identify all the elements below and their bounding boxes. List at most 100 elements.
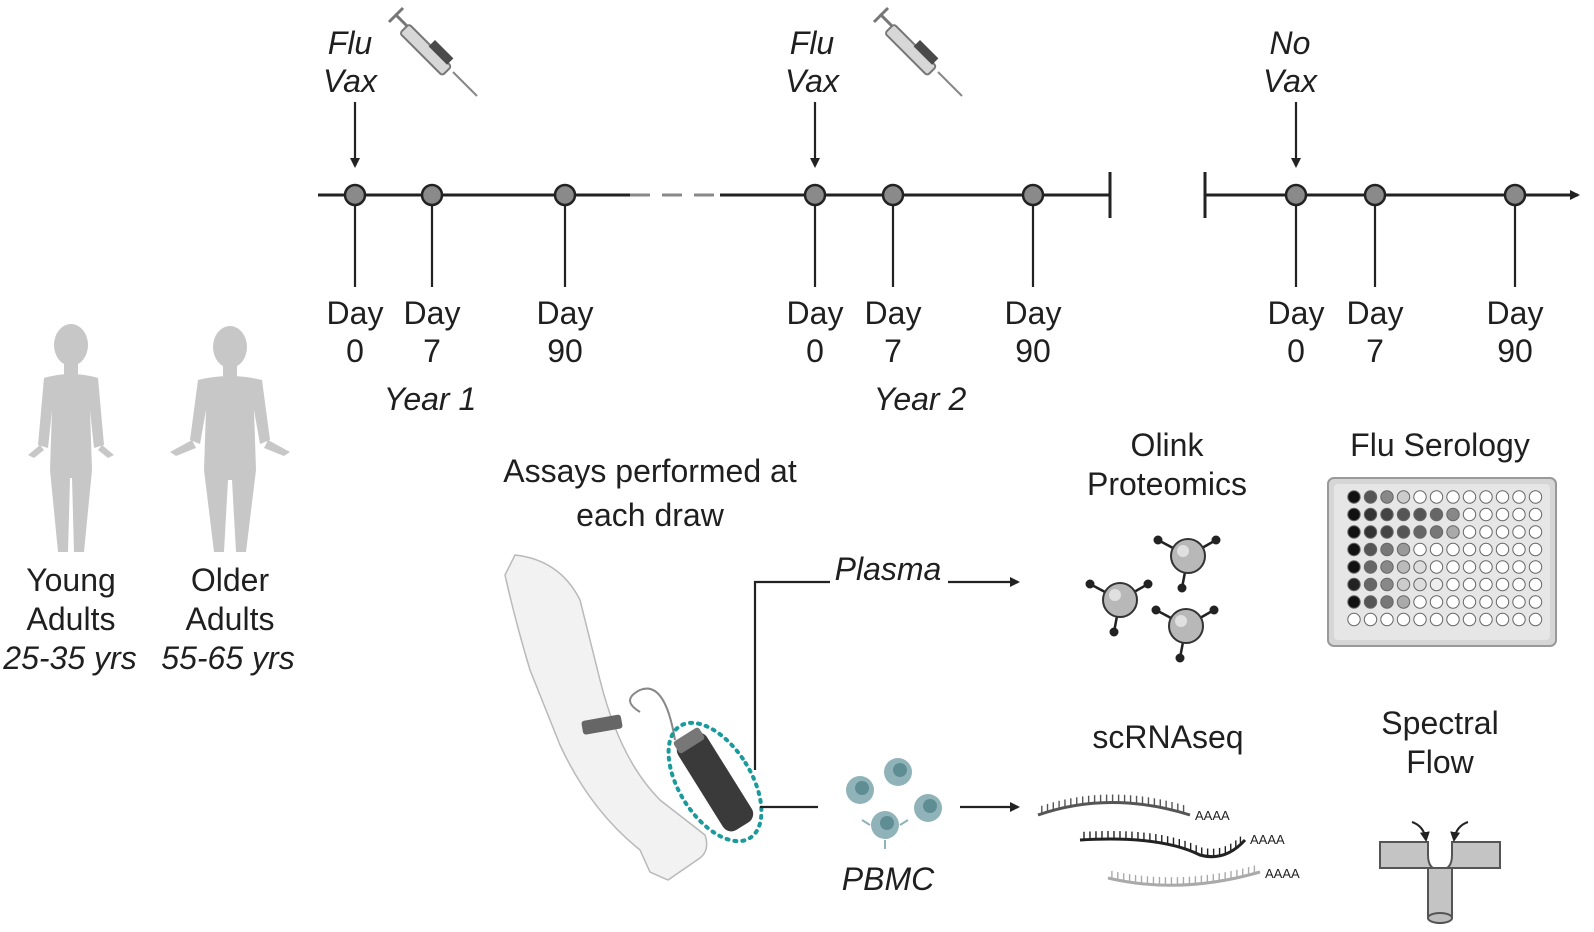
plate-well	[1347, 542, 1361, 557]
plate-well	[1512, 542, 1526, 557]
plate-well	[1446, 577, 1460, 592]
plate-well	[1528, 542, 1543, 557]
vax-event-1-line2: Vax	[323, 63, 378, 99]
timepoint-dot	[553, 183, 577, 207]
well-plate-icon	[1327, 477, 1557, 647]
vax-event-1-line1: Flu	[328, 25, 373, 61]
rna-strand	[1079, 837, 1247, 859]
plate-well	[1363, 577, 1378, 592]
tourniquet-icon	[581, 714, 623, 735]
plate-well	[1528, 490, 1543, 504]
day-label-word: Day	[327, 295, 384, 331]
plate-well	[1363, 560, 1378, 574]
timepoint-dot	[1363, 183, 1387, 207]
plate-well	[1413, 577, 1427, 592]
cohort-older-line2: Adults	[186, 601, 275, 637]
pbmc-cells-icon	[846, 758, 942, 849]
serology-title: Flu Serology	[1350, 427, 1530, 463]
plate-well	[1528, 595, 1543, 609]
plate-well	[1413, 525, 1427, 539]
plate-well	[1347, 612, 1361, 627]
rna-strand	[1037, 801, 1191, 817]
timepoint-dot	[1284, 183, 1308, 207]
day-label-number: 7	[884, 333, 902, 369]
plate-well	[1413, 490, 1427, 504]
timepoint-dot	[1021, 183, 1045, 207]
plate-well	[1347, 560, 1361, 574]
plate-well	[1413, 507, 1427, 522]
plate-well	[1363, 525, 1378, 539]
plate-well	[1495, 542, 1510, 557]
scrnaseq-title: scRNAseq	[1092, 719, 1243, 755]
plate-well	[1446, 595, 1460, 609]
plate-well	[1380, 507, 1394, 522]
plate-well	[1363, 542, 1378, 557]
plate-well	[1479, 542, 1493, 557]
plate-well	[1380, 490, 1394, 504]
day-label-number: 90	[1015, 333, 1051, 369]
plate-well	[1462, 612, 1477, 627]
plate-well	[1429, 595, 1444, 609]
day-label-number: 90	[547, 333, 583, 369]
plate-well	[1512, 595, 1526, 609]
plate-well	[1363, 490, 1378, 504]
plate-well	[1528, 507, 1543, 522]
plate-well	[1479, 595, 1493, 609]
spectral-title-line2: Flow	[1406, 744, 1474, 780]
plate-well	[1495, 507, 1510, 522]
plate-well	[1528, 525, 1543, 539]
day-label-number: 0	[346, 333, 364, 369]
vax-event-3-line1: No	[1270, 25, 1311, 61]
plate-well	[1446, 560, 1460, 574]
plate-well	[1479, 612, 1493, 627]
spectral-title-line1: Spectral	[1381, 705, 1498, 741]
plate-well	[1495, 577, 1510, 592]
plate-well	[1429, 560, 1444, 574]
olink-title-line2: Proteomics	[1087, 466, 1247, 502]
olink-title-line1: Olink	[1131, 427, 1205, 463]
cohort-young-line2: Adults	[27, 601, 116, 637]
assays-title-line1: Assays performed at	[503, 453, 797, 489]
polyA-tail-1: AAAA	[1195, 808, 1230, 823]
plate-well	[1413, 595, 1427, 609]
plate-well	[1479, 490, 1493, 504]
day-label-number: 7	[423, 333, 441, 369]
vax-event-2-line2: Vax	[785, 63, 840, 99]
syringe-icon	[872, 6, 964, 98]
day-label-number: 7	[1366, 333, 1384, 369]
plate-well	[1462, 525, 1477, 539]
plate-well	[1347, 577, 1361, 592]
plate-well	[1429, 507, 1444, 522]
older-adult-silhouette-icon	[170, 326, 290, 552]
timepoint-dot	[420, 183, 444, 207]
plate-well	[1396, 560, 1411, 574]
plate-well	[1528, 612, 1543, 627]
plate-well	[1495, 490, 1510, 504]
plate-well	[1528, 560, 1543, 574]
arm-blood-draw-illustration	[504, 554, 764, 881]
timepoint-dot	[1503, 183, 1527, 207]
plate-well	[1512, 612, 1526, 627]
plate-well	[1446, 542, 1460, 557]
vax-event-3-line2: Vax	[1263, 63, 1318, 99]
plate-well	[1380, 595, 1394, 609]
plasma-connector	[753, 580, 830, 770]
plate-well	[1396, 612, 1411, 627]
plate-well	[1495, 612, 1510, 627]
day-label-word: Day	[1487, 295, 1544, 331]
plasma-label: Plasma	[835, 551, 942, 587]
cohort-older-age: 55-65 yrs	[161, 640, 294, 676]
cohort-older-line1: Older	[191, 562, 270, 598]
plate-well	[1347, 525, 1361, 539]
plate-well	[1446, 612, 1460, 627]
plate-well	[1495, 525, 1510, 539]
plate-well	[1512, 577, 1526, 592]
plate-well	[1429, 577, 1444, 592]
young-adult-silhouette-icon	[28, 324, 114, 552]
plate-well	[1479, 577, 1493, 592]
plate-well	[1380, 612, 1394, 627]
syringe-icon	[387, 6, 479, 98]
plate-well	[1347, 490, 1361, 504]
highlight-ring	[666, 720, 764, 844]
